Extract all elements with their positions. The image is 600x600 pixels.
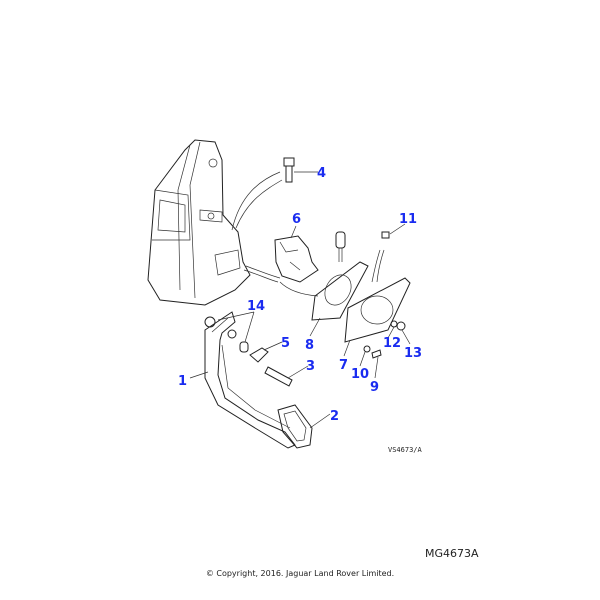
plate-part-8 bbox=[311, 261, 369, 321]
callout-1: 1 bbox=[178, 374, 187, 389]
switch-part-6 bbox=[243, 231, 346, 297]
drawing-reference: VS4673/A bbox=[388, 446, 422, 454]
callout-4: 4 bbox=[317, 166, 326, 181]
callout-14: 14 bbox=[247, 299, 265, 314]
callout-10: 10 bbox=[351, 367, 369, 382]
callout-7: 7 bbox=[339, 358, 348, 373]
bolt-part-4 bbox=[283, 157, 295, 183]
callout-3: 3 bbox=[306, 359, 315, 374]
callout-6: 6 bbox=[292, 212, 301, 227]
pedal-pad-part-2 bbox=[277, 404, 313, 449]
diagram-code: MG4673A bbox=[425, 547, 479, 560]
callout-12: 12 bbox=[383, 336, 401, 351]
callout-9: 9 bbox=[370, 380, 379, 395]
callout-13: 13 bbox=[404, 346, 422, 361]
copyright-notice: © Copyright, 2016. Jaguar Land Rover Lim… bbox=[205, 569, 395, 578]
pedal-box-housing bbox=[147, 139, 251, 306]
callout-8: 8 bbox=[305, 338, 314, 353]
leader-lines bbox=[189, 171, 411, 429]
pedal-part-1 bbox=[204, 311, 296, 449]
plate-part-7 bbox=[344, 277, 411, 343]
callout-11: 11 bbox=[399, 212, 417, 227]
callout-5: 5 bbox=[281, 336, 290, 351]
callout-2: 2 bbox=[330, 409, 339, 424]
